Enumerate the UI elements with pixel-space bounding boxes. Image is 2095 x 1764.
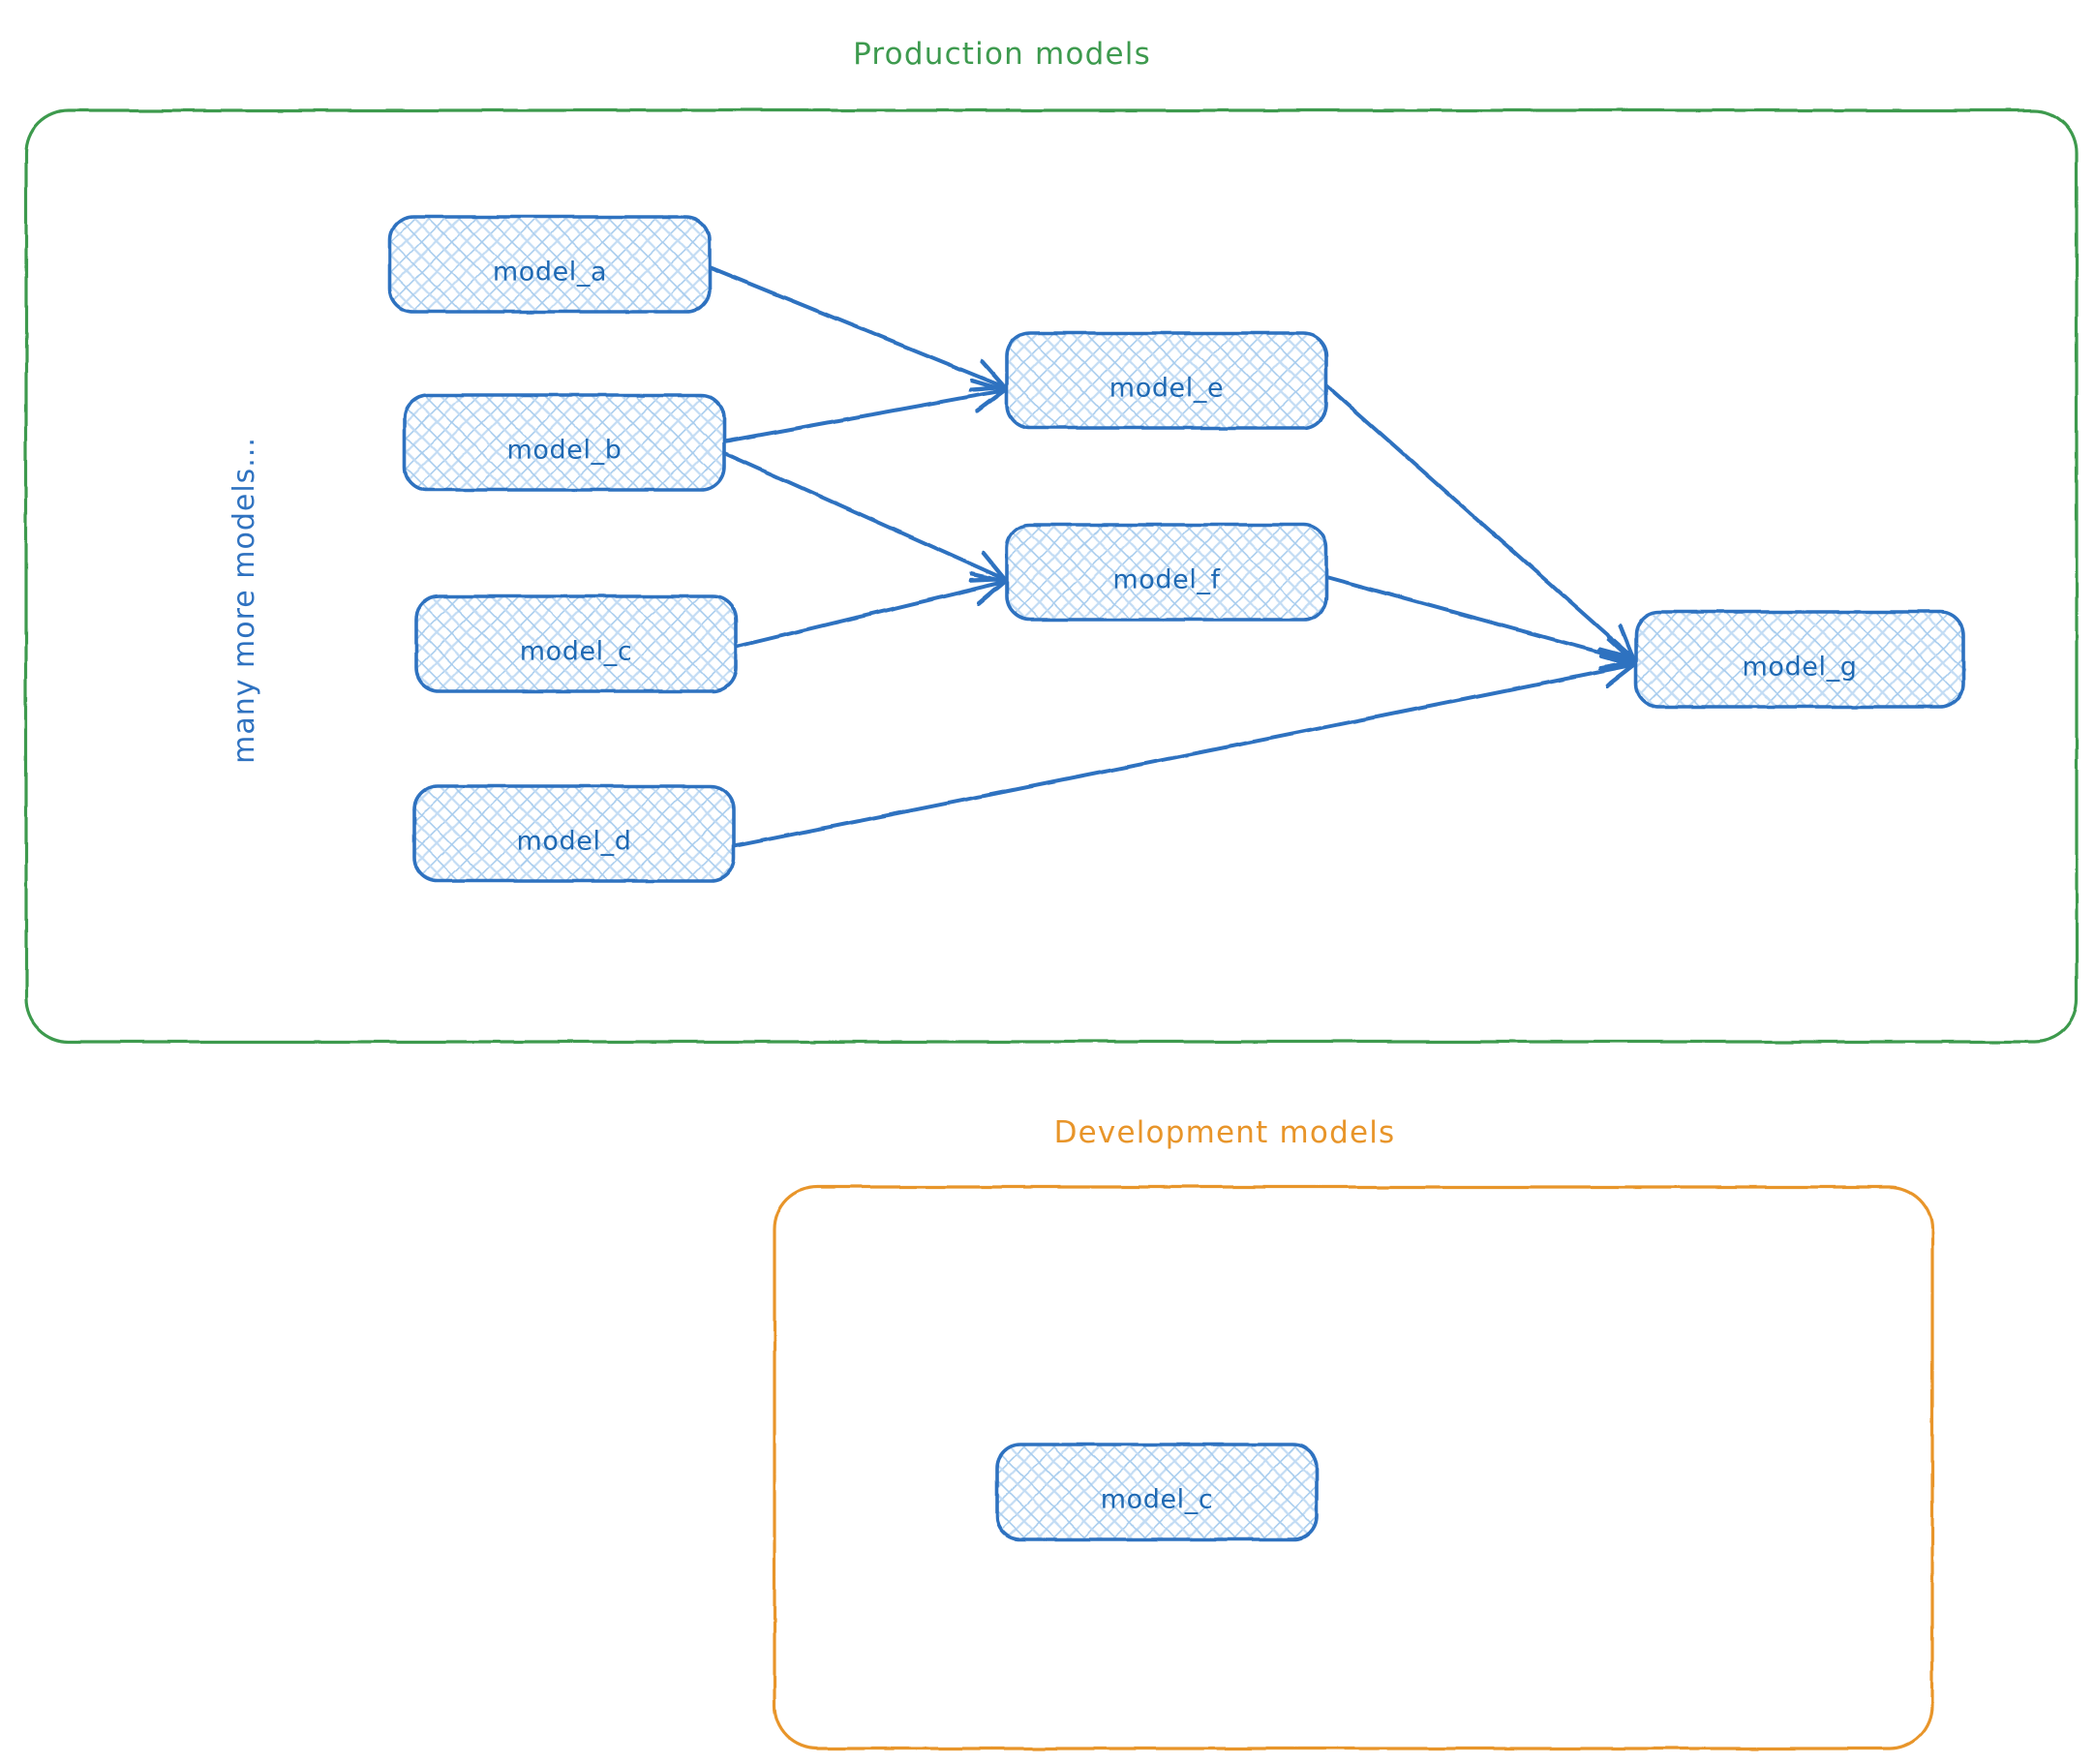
production-group-title: Production models [853,37,1151,72]
node-box-model-c-production[interactable] [414,594,738,693]
node-box-model-f[interactable] [1005,523,1328,622]
node-model-b[interactable]: model_b [403,393,726,492]
node-label-model-c-development: model_c [1101,1485,1214,1515]
edge-model-f-to-model-g [1324,575,1629,660]
node-box-model-a[interactable] [388,215,712,314]
edge-model-c-to-model-f [734,583,1000,649]
group-container-production [24,108,2079,1044]
node-model-d[interactable]: model_d [412,784,736,883]
edges-layer [708,265,1629,848]
node-model-g[interactable]: model_g [1634,610,1965,709]
node-box-model-b[interactable] [403,393,726,492]
edge-model-a-to-model-e [708,265,1000,385]
node-label-model-b: model_b [507,436,622,466]
node-model-e[interactable]: model_e [1005,331,1328,430]
development-group-border [773,1185,1934,1750]
node-model-c-development[interactable]: model_c [995,1443,1319,1541]
node-model-c-production[interactable]: model_c [414,594,738,693]
node-box-model-c-development[interactable] [995,1443,1319,1541]
node-box-model-d[interactable] [412,784,736,883]
node-label-model-a: model_a [493,258,607,288]
development-group-title: Development models [1054,1115,1396,1150]
group-container-development [773,1185,1934,1750]
node-label-model-f: model_f [1112,565,1221,595]
edge-model-e-to-model-g [1324,383,1629,654]
edge-model-b-to-model-f [722,451,1000,577]
node-label-model-g: model_g [1743,653,1858,683]
node-box-model-e[interactable] [1005,331,1328,430]
node-model-a[interactable]: model_a [388,215,712,314]
edge-model-b-to-model-e [722,391,1000,443]
production-group-border [24,108,2079,1044]
node-model-f[interactable]: model_f [1005,523,1328,622]
node-label-model-c-production: model_c [520,637,633,667]
node-box-model-g[interactable] [1634,610,1965,709]
node-label-model-e: model_e [1109,374,1224,404]
edge-model-d-to-model-g [732,666,1629,848]
node-label-model-d: model_d [517,827,632,857]
many-more-models-note: many more models... [228,437,261,764]
